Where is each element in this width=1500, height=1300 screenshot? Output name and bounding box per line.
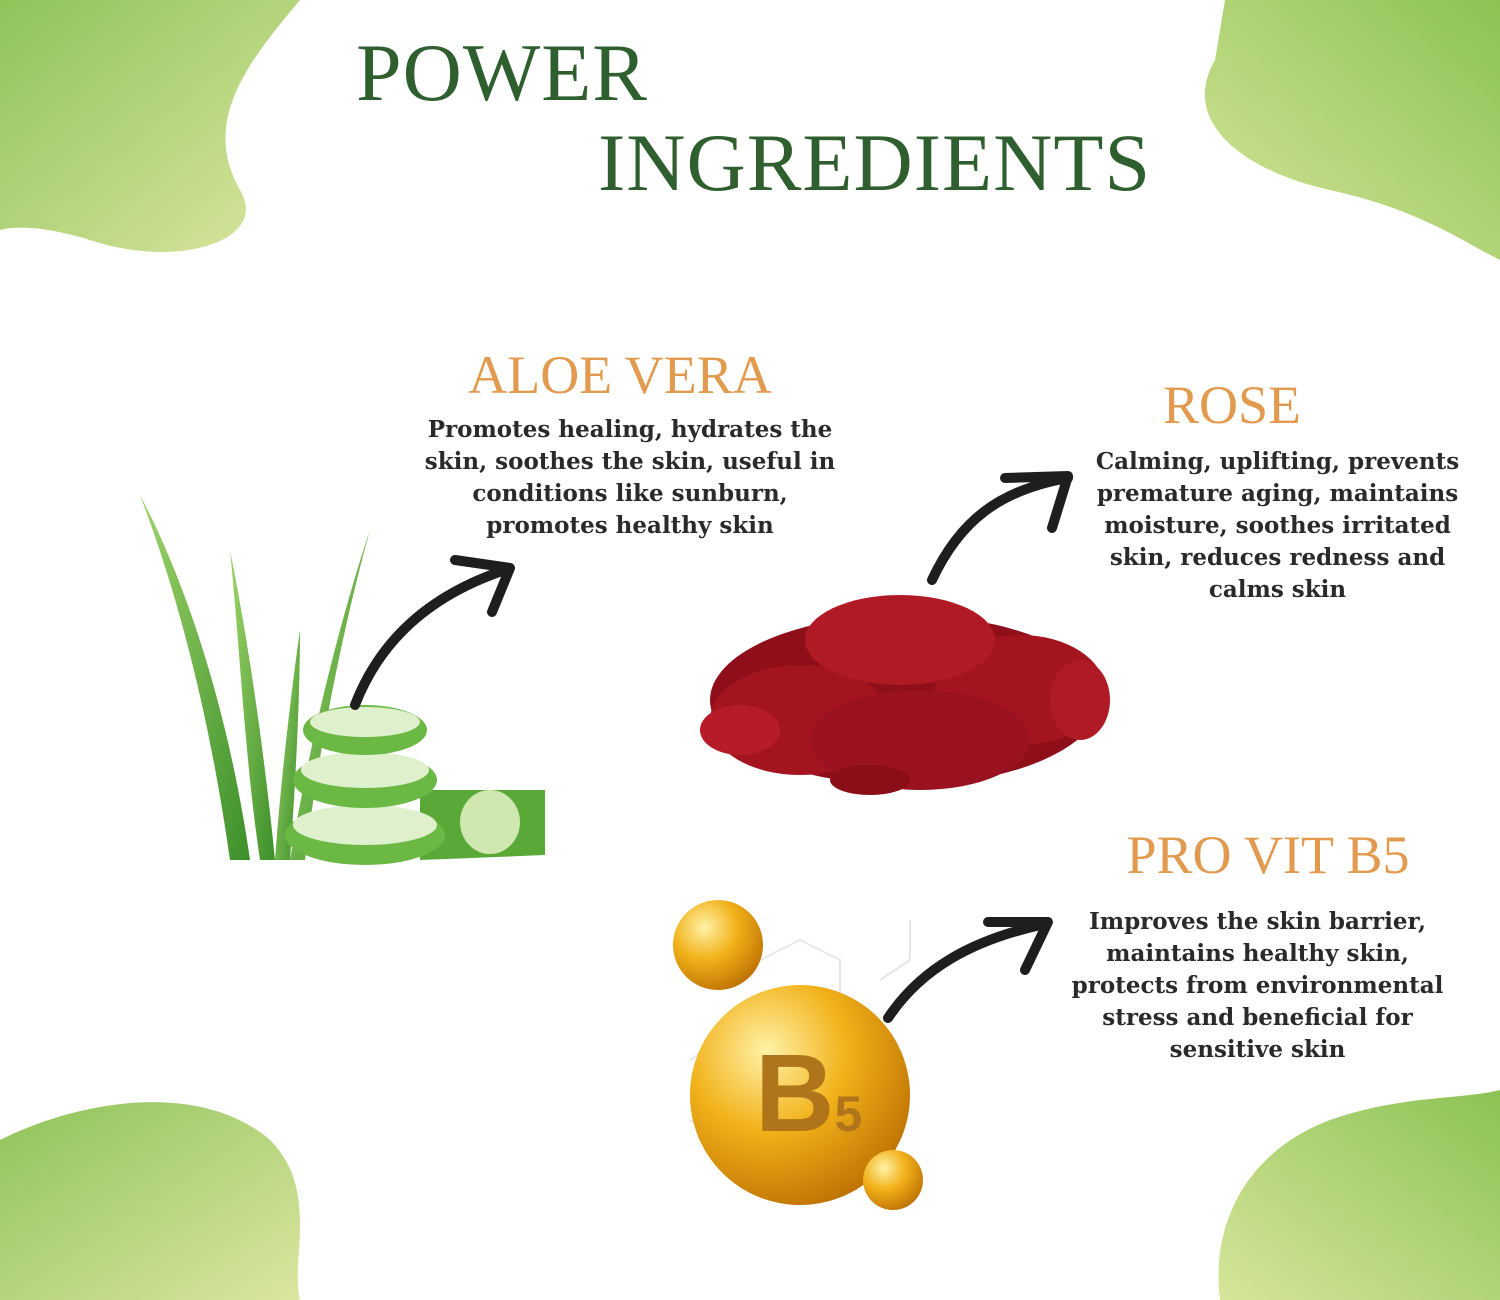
b5-badge-text: B5 bbox=[755, 1030, 862, 1157]
rose-description: Calming, uplifting, prevents premature a… bbox=[1095, 448, 1460, 603]
aloe-vera-heading: ALOE VERA bbox=[468, 345, 772, 405]
b5-letter: B bbox=[755, 1032, 835, 1155]
title-line-2: INGREDIENTS bbox=[598, 117, 1152, 208]
pro-vit-b5-heading: PRO VIT B5 bbox=[1126, 825, 1410, 885]
aloe-vera-image bbox=[140, 495, 545, 865]
title-line-1: POWER bbox=[356, 27, 648, 118]
top-left-blob bbox=[0, 0, 300, 252]
rose-petals-image bbox=[700, 595, 1110, 795]
aloe-arrow-icon bbox=[350, 555, 515, 710]
top-right-blob bbox=[1204, 0, 1500, 260]
bottom-right-blob bbox=[1218, 1090, 1500, 1300]
aloe-vera-description: Promotes healing, hydrates the skin, soo… bbox=[424, 416, 836, 539]
bottom-left-blob bbox=[0, 1102, 300, 1300]
b5-number: 5 bbox=[834, 1086, 863, 1142]
rose-heading: ROSE bbox=[1162, 375, 1302, 435]
vitamin-b5-image bbox=[673, 900, 923, 1210]
b5-arrow-icon bbox=[883, 917, 1053, 1023]
rose-arrow-icon bbox=[927, 471, 1073, 585]
pro-vit-b5-description: Improves the skin barrier, maintains hea… bbox=[1071, 908, 1444, 1063]
